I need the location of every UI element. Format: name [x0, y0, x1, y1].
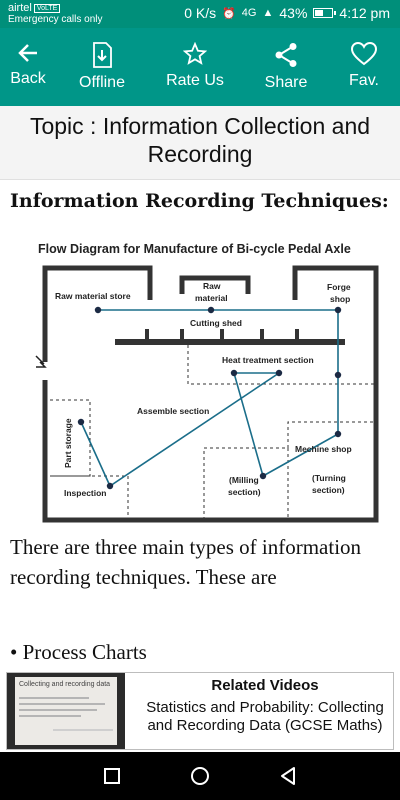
point-forge [334, 306, 342, 314]
battery-fill [315, 10, 324, 16]
building-walls [42, 265, 379, 523]
carrier-text: airtel [8, 2, 32, 14]
thumbnail-line [53, 729, 113, 731]
network-type: 4G [241, 7, 257, 19]
label-part-storage: Part storage [63, 418, 73, 468]
flow-points [77, 306, 342, 490]
point-raw-store [94, 306, 102, 314]
label-forge: Forge [327, 282, 351, 292]
download-file-icon [93, 42, 112, 68]
label-cutting-shed: Cutting shed [190, 318, 242, 328]
signal-icon: ▲ [262, 7, 274, 19]
topic-title: Topic : Information Collection and Recor… [0, 106, 400, 180]
section-boundaries [50, 345, 376, 520]
favourite-button[interactable]: Fav. [342, 28, 386, 106]
thumbnail-line [19, 703, 105, 705]
thumbnail-line [19, 709, 97, 711]
label-inspection: Inspection [64, 488, 107, 498]
offline-label: Offline [79, 74, 125, 91]
alarm-icon: ⏰ [222, 7, 236, 20]
related-video-title[interactable]: Statistics and Probability: Collecting a… [146, 699, 384, 734]
back-triangle-icon[interactable] [276, 764, 300, 788]
recents-icon[interactable] [100, 764, 124, 788]
entry-arrow-icon [35, 355, 47, 368]
thumbnail-title: Collecting and recording data [19, 681, 111, 688]
home-icon[interactable] [188, 764, 212, 788]
point-heat-exit [334, 371, 342, 379]
point-milling [259, 472, 267, 480]
point-machine-shop [334, 430, 342, 438]
section-heading: Information Recording Techniques: [10, 190, 389, 212]
point-inspection [106, 482, 114, 490]
status-icons: 0 K/s ⏰ 4G ▲ 43% 4:12 pm [184, 5, 390, 21]
back-button[interactable]: Back [6, 28, 50, 106]
star-icon [183, 42, 207, 65]
battery-percent: 43% [279, 5, 308, 21]
app-toolbar: Back Offline Rate Us Share Fav. [0, 28, 400, 106]
label-heat-treatment: Heat treatment section [222, 355, 314, 365]
label-turning-2: section) [312, 485, 345, 495]
cutting-shed-bench [115, 329, 345, 345]
emergency-text: Emergency calls only [8, 14, 103, 25]
label-turning-1: (Turning [312, 473, 346, 483]
rate-us-label: Rate Us [166, 72, 224, 89]
heart-icon [351, 42, 377, 66]
share-label: Share [264, 74, 308, 91]
diagram-title: Flow Diagram for Manufacture of Bi-cycle… [38, 242, 351, 256]
point-part-storage [77, 418, 85, 426]
offline-button[interactable]: Offline [74, 28, 130, 106]
label-milling-2: section) [228, 487, 261, 497]
label-shop: shop [330, 294, 350, 304]
back-arrow-icon [18, 44, 37, 62]
back-label: Back [10, 70, 46, 87]
bullet-process-charts: • Process Charts [10, 640, 147, 664]
battery-icon [313, 8, 337, 18]
rate-us-button[interactable]: Rate Us [164, 28, 226, 106]
clock: 4:12 pm [339, 5, 390, 21]
video-thumbnail[interactable]: Collecting and recording data [7, 673, 125, 749]
body-paragraph: There are three main types of informatio… [10, 535, 362, 589]
related-videos-card[interactable]: Collecting and recording data Related Vi… [6, 672, 394, 750]
system-nav-bar [0, 752, 400, 800]
label-machine-shop: Mechine shop [295, 444, 352, 454]
point-raw-material [207, 306, 215, 314]
related-videos-title: Related Videos [211, 677, 319, 694]
network-speed: 0 K/s [184, 5, 217, 21]
thumbnail-slide: Collecting and recording data [15, 677, 117, 745]
thumbnail-line [19, 715, 81, 717]
share-icon [275, 43, 297, 67]
point-heat-2 [275, 369, 283, 377]
fav-label: Fav. [349, 72, 379, 89]
label-material: material [195, 293, 228, 303]
share-button[interactable]: Share [262, 28, 310, 106]
flow-diagram: Flow Diagram for Manufacture of Bi-cycle… [35, 242, 379, 523]
label-raw: Raw [203, 281, 221, 291]
label-assemble: Assemble section [137, 406, 209, 416]
volte-badge: VoLTE [33, 4, 61, 13]
flow-path [80, 309, 339, 488]
label-milling-1: (Milling [229, 475, 259, 485]
point-heat-1 [230, 369, 238, 377]
thumbnail-line [19, 697, 89, 699]
label-raw-material-store: Raw material store [55, 291, 131, 301]
